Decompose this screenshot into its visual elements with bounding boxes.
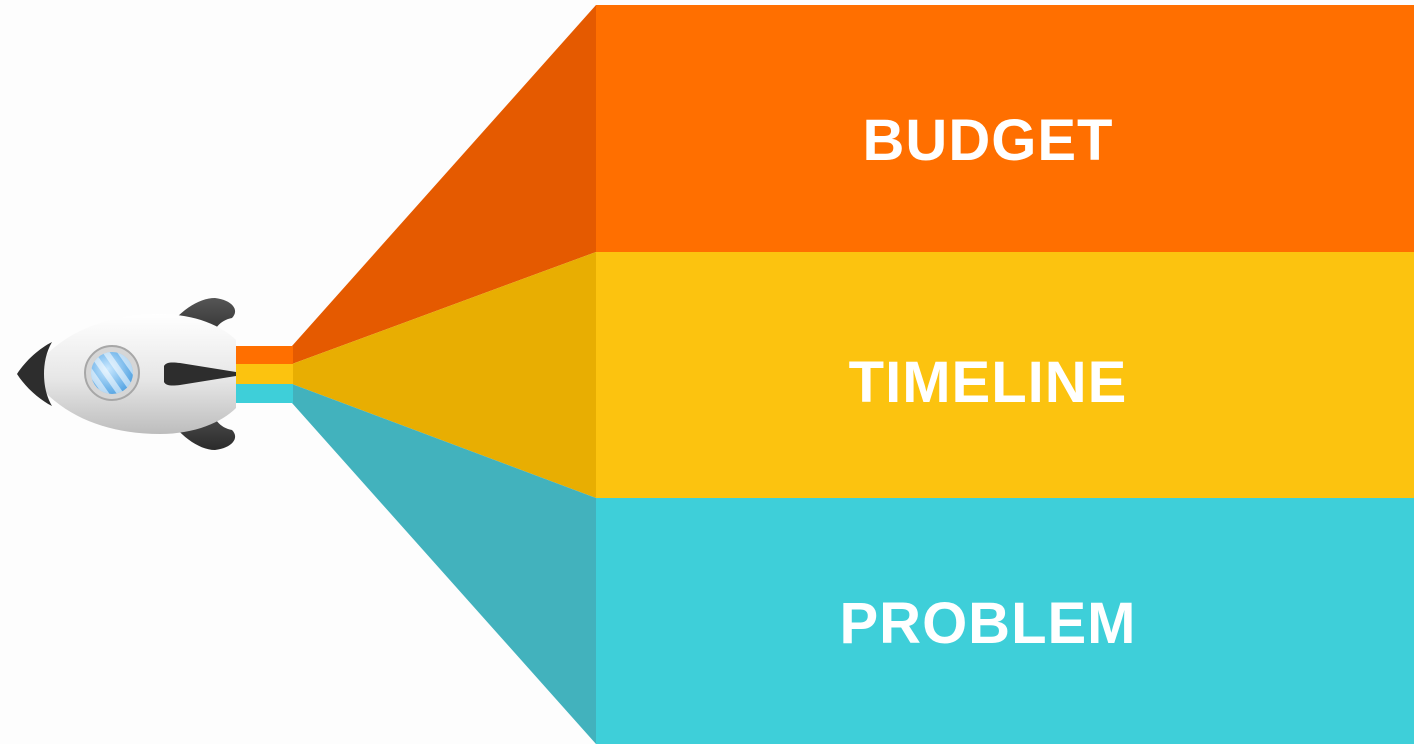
budget-band [596, 5, 1414, 252]
rocket-window-stripes [91, 352, 133, 394]
timeline-exhaust [225, 364, 293, 384]
timeline-label: TIMELINE [849, 350, 1128, 415]
problem-exhaust [225, 384, 293, 403]
problem-beam [292, 384, 596, 744]
budget-exhaust [225, 346, 293, 364]
rocket-icon [17, 298, 236, 450]
budget-label: BUDGET [863, 108, 1114, 173]
problem-label: PROBLEM [840, 591, 1137, 656]
rocket-nose [17, 342, 52, 406]
timeline-band [596, 252, 1414, 498]
rocket-center-fin [164, 362, 236, 386]
problem-band [596, 498, 1414, 744]
timeline-beam [292, 252, 596, 498]
budget-beam [292, 5, 596, 364]
